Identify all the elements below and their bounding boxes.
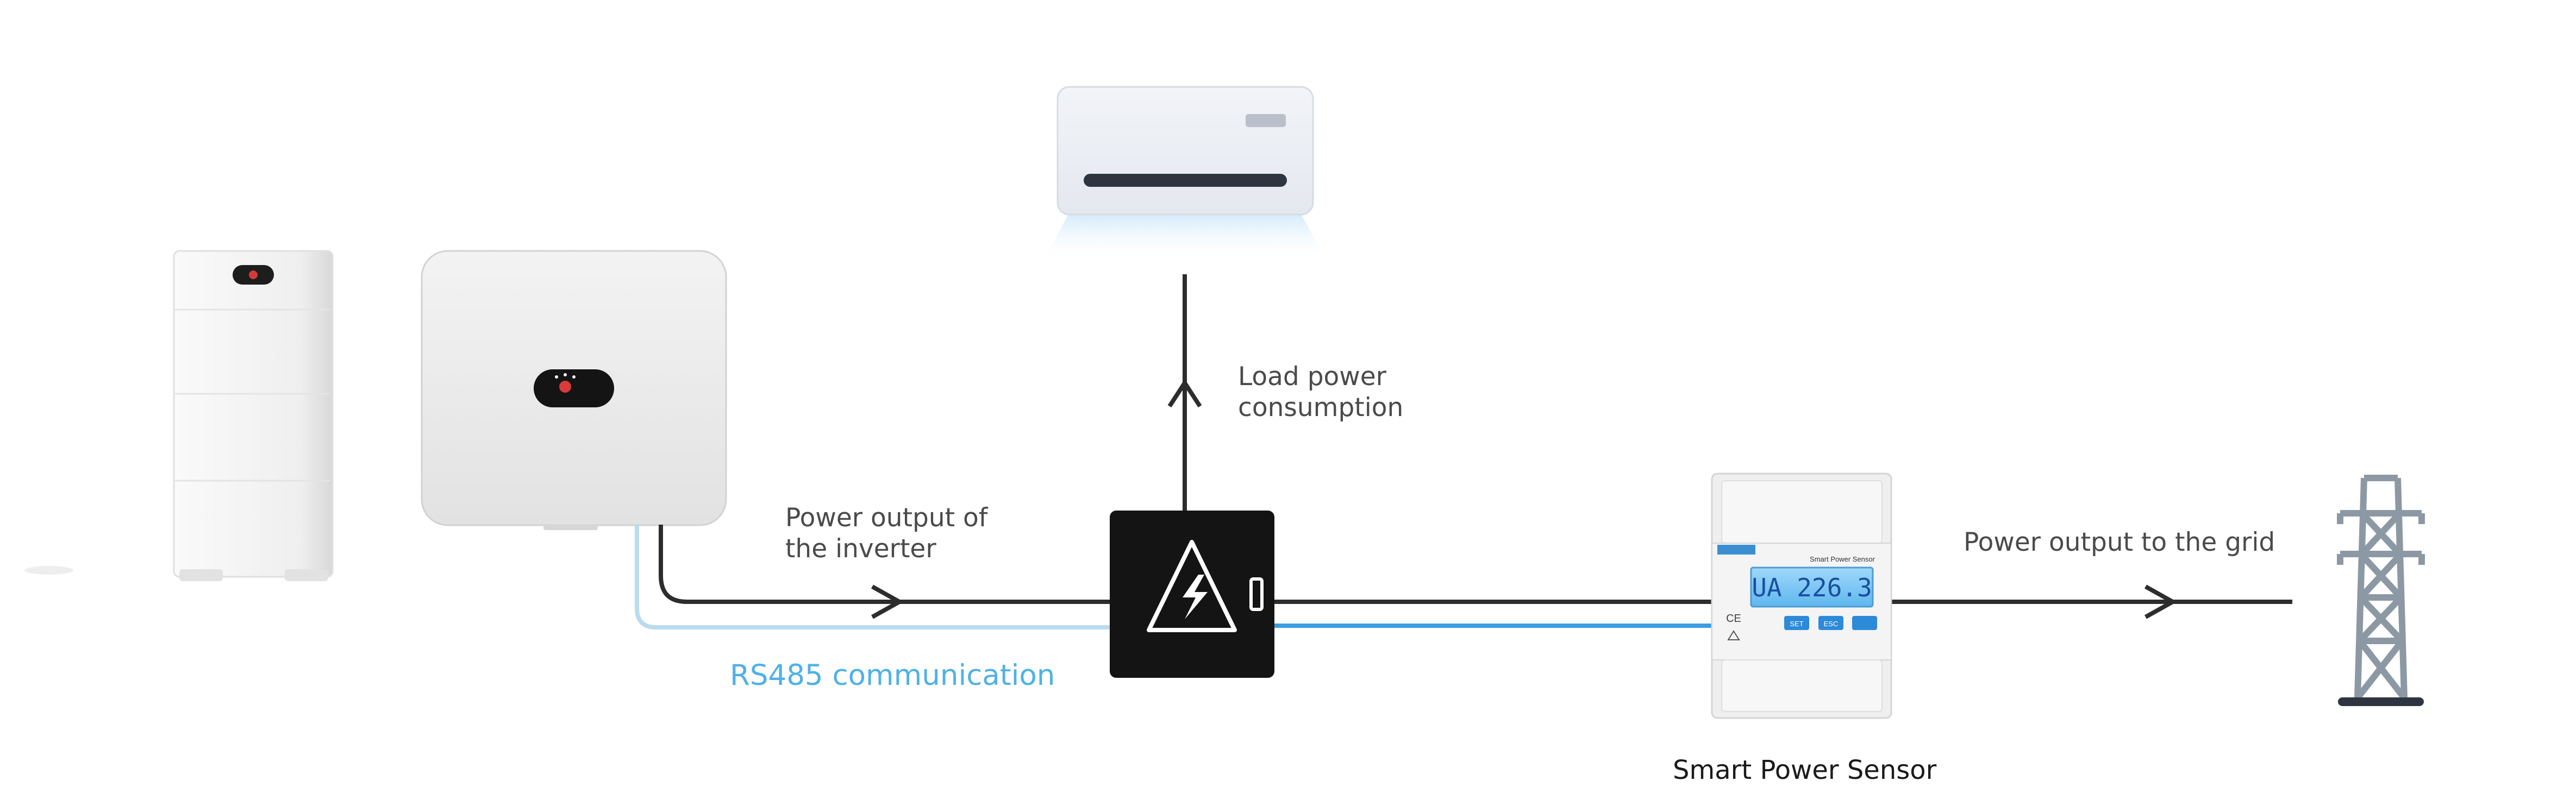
inverter-output-label-line1: Power output of [785,503,988,533]
transmission-tower-icon [2337,475,2425,706]
sensor-name-label: Smart Power Sensor [1673,755,1937,785]
breaker-box-icon [1110,511,1274,678]
inverter-output-label: Power output of the inverter [785,502,987,564]
battery-icon [24,250,334,581]
sensor-lcd-reading: UA 226.3 [1752,573,1872,602]
grid-output-label: Power output to the grid [1964,527,2275,557]
sensor-esc-button: ESC [1824,620,1839,628]
arrow-up-icon [1167,379,1202,408]
sensor-set-button: SET [1790,620,1803,628]
load-power-label-line1: Load power [1238,362,1386,392]
lightning-icon [1183,575,1208,619]
load-power-label: Load power consumption [1238,361,1403,423]
wiring [635,274,2292,629]
rs485-label: RS485 communication [730,659,1055,692]
inverter-output-label-line2: the inverter [785,534,936,564]
inverter-icon [421,250,727,530]
arrow-right-icon [2144,584,2178,619]
sensor-panel-title: Smart Power Sensor [1810,555,1875,563]
air-conditioner-icon [1043,86,1326,261]
load-power-label-line2: consumption [1238,393,1404,423]
arrow-right-icon [871,584,904,619]
ce-mark: CE [1726,613,1741,625]
smart-power-sensor-icon: Smart Power Sensor UA 226.3 SET ESC CE [1711,473,1892,719]
